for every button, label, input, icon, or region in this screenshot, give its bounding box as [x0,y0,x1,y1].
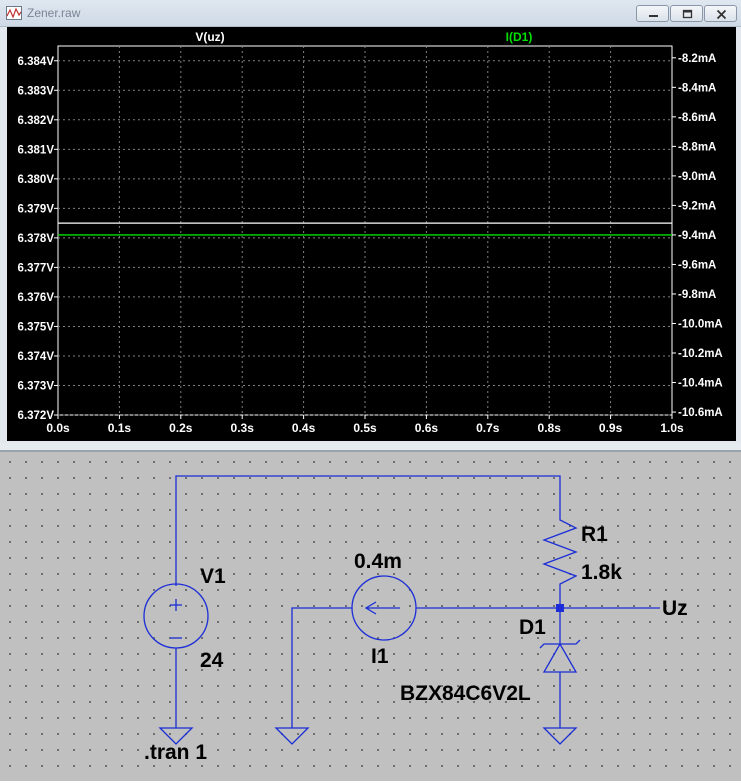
ground-i1-icon [274,727,310,745]
resistor-r1 [542,516,578,608]
waveform-app-icon [6,6,22,20]
waveform-plot[interactable]: 0.0s 0.1s 0.2s 0.3s 0.4s 0.5s 0.6s 0.7s 0.8s 0.9s… [0,27,741,443]
y-right-tick-label: -8.4mA [678,82,716,94]
y-right-tick-label: -9.2mA [678,200,716,212]
waveform-viewer[interactable]: 0.0s 0.1s 0.2s 0.3s 0.4s 0.5s 0.6s 0.7s 0.8s 0.9s… [0,27,741,443]
y-left-tick-label: 6.379V [18,203,55,215]
y-right-tick-label: -10.4mA [678,378,723,390]
x-tick-label: 0.1s [108,421,132,435]
y-left-tick-label: 6.378V [18,233,55,245]
zener-diode-d1 [542,642,578,673]
net-label-uz[interactable]: Uz [662,597,688,620]
d1-model-label[interactable]: BZX84C6V2L [400,682,531,705]
axis-ticks: 0.0s 0.1s 0.2s 0.3s 0.4s 0.5s 0.6s 0.7s 0.8s 0.9s… [18,53,723,435]
y-left-tick-label: 6.377V [18,262,55,274]
v1-name-label[interactable]: V1 [200,565,226,588]
ground-v1-icon [158,727,194,745]
x-tick-label: 1.0s [660,421,684,435]
y-left-tick-label: 6.372V [18,410,55,422]
r1-name-label[interactable]: R1 [581,523,608,546]
grid-lines [58,46,672,416]
maximize-button[interactable] [670,5,703,22]
x-tick-label: 0.7s [476,421,500,435]
i1-name-label[interactable]: I1 [371,645,389,668]
close-icon [716,9,727,20]
wire-top [175,475,561,558]
minimize-button[interactable] [636,5,669,22]
x-tick-label: 0.8s [538,421,562,435]
y-right-tick-label: -10.2mA [678,348,723,360]
y-left-tick-label: 6.382V [18,115,55,127]
minimize-icon [649,15,658,17]
y-left-tick-label: 6.380V [18,174,55,186]
y-left-tick-label: 6.376V [18,292,55,304]
x-tick-label: 0.4s [292,421,316,435]
pane-separator[interactable] [0,443,741,450]
trace-label-vuz[interactable]: V(uz) [195,30,224,44]
y-right-tick-label: -9.0mA [678,171,716,183]
v1-value-label[interactable]: 24 [200,649,224,672]
trace-label-id1[interactable]: I(D1) [506,30,533,44]
y-left-tick-label: 6.384V [18,56,55,68]
window-title: Zener.raw [27,6,81,20]
y-right-tick-label: -8.8mA [678,141,716,153]
y-right-tick-label: -10.0mA [678,318,723,330]
wire-i1-ground [291,607,352,728]
plot-background [7,27,736,441]
y-left-tick-label: 6.374V [18,351,55,363]
r1-value-label[interactable]: 1.8k [581,561,622,584]
spice-directive[interactable]: .tran 1 [144,741,208,764]
y-right-tick-label: -8.6mA [678,112,716,124]
i1-value-label[interactable]: 0.4m [354,550,402,573]
window-titlebar: Zener.raw [0,0,741,27]
y-left-tick-label: 6.375V [18,321,55,333]
close-button[interactable] [704,5,737,22]
restore-icon [682,9,693,19]
x-tick-label: 0.9s [599,421,623,435]
y-right-tick-label: -9.4mA [678,230,716,242]
y-right-tick-label: -8.2mA [678,53,716,65]
ground-d1-icon [542,727,578,745]
schematic-wires [143,475,660,745]
y-right-tick-label: -9.8mA [678,289,716,301]
y-right-tick-label: -9.6mA [678,259,716,271]
y-left-tick-label: 6.373V [18,380,55,392]
y-left-tick-label: 6.383V [18,85,55,97]
y-left-tick-label: 6.381V [18,144,55,156]
schematic-editor[interactable]: V1 24 0.4m I1 R1 1.8k D1 BZX84C6V2L Uz .… [0,450,741,781]
x-tick-label: 0.5s [353,421,377,435]
y-right-tick-label: -10.6mA [678,407,723,419]
x-tick-label: 0.0s [46,421,70,435]
x-tick-label: 0.6s [415,421,439,435]
d1-name-label[interactable]: D1 [519,616,546,639]
junction-dot [556,604,564,612]
trace-lines [58,222,672,236]
x-tick-label: 0.3s [231,421,255,435]
x-tick-label: 0.2s [169,421,193,435]
